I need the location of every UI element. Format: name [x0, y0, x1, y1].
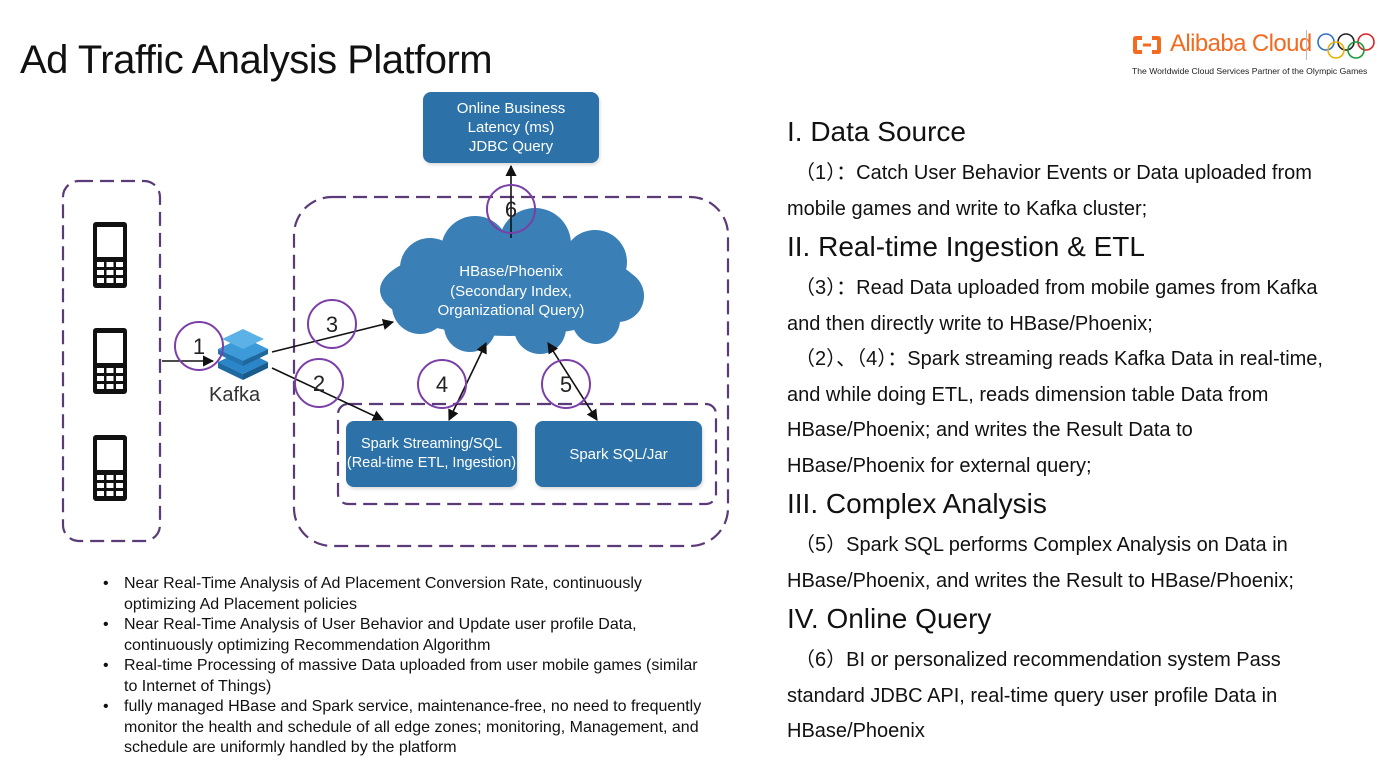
section-paragraph: （3）：Read Data uploaded from mobile games… [787, 271, 1377, 342]
step-number-3: 3 [325, 312, 339, 337]
section-paragraph: （2）、（4）：Spark streaming reads Kafka Data… [787, 342, 1377, 484]
benefit-item-line: monitor the health and schedule of all e… [124, 718, 699, 736]
online-business-box: Online Business Latency (ms) JDBC Query [423, 92, 599, 163]
alibaba-cloud-logo: Alibaba Cloud The Worldwide Cloud Servic… [1130, 28, 1380, 80]
paragraph-line: （6）BI or personalized recommendation sys… [795, 649, 1281, 671]
section-paragraph: （1）：Catch User Behavior Events or Data u… [787, 156, 1377, 227]
cloud-label-line: HBase/Phoenix [459, 263, 563, 280]
benefit-item-line: Near Real-Time Analysis of User Behavior… [124, 616, 637, 633]
spark-container [336, 402, 718, 506]
paragraph-line: （3）：Read Data uploaded from mobile games… [795, 277, 1318, 299]
paragraph-line: mobile games and write to Kafka cluster; [787, 197, 1148, 220]
benefit-item: Real-time Processing of massive Data upl… [100, 656, 740, 697]
section-paragraph: （5）Spark SQL performs Complex Analysis o… [787, 528, 1377, 599]
online-box-line: Online Business [456, 100, 566, 117]
kafka-label: Kafka [209, 384, 261, 406]
benefit-item-line: Near Real-Time Analysis of Ad Placement … [124, 575, 642, 592]
spark-sql-box: Spark SQL/Jar [535, 421, 702, 487]
benefits-list: Near Real-Time Analysis of Ad Placement … [100, 574, 740, 759]
paragraph-line: HBase/Phoenix, and writes the Result to … [787, 569, 1294, 592]
paragraph-line: HBase/Phoenix; and writes the Result Dat… [787, 419, 1193, 441]
step-number-4: 4 [435, 372, 449, 397]
olympic-rings-icon [1317, 33, 1375, 59]
benefit-item-line: continuously optimizing Recommendation A… [124, 636, 491, 654]
page-title: Ad Traffic Analysis Platform [20, 38, 493, 82]
step-number-6: 6 [504, 197, 518, 222]
mobile-devices-container [61, 179, 162, 543]
section-heading: III. Complex Analysis [787, 488, 1047, 519]
logo-tagline: The Worldwide Cloud Services Partner of … [1132, 66, 1368, 76]
diagram-canvas [61, 164, 730, 548]
paragraph-line: and while doing ETL, reads dimension tab… [787, 383, 1269, 406]
benefit-item-line: Real-time Processing of massive Data upl… [124, 657, 698, 674]
spark-streaming-box: Spark Streaming/SQL (Real-time ETL, Inge… [346, 421, 517, 487]
benefit-item-line: schedule are uniformly handled by the pl… [124, 739, 457, 756]
step-circle-2 [294, 358, 344, 408]
step-circle-4 [417, 359, 467, 409]
alibaba-cloud-mark-icon [1133, 36, 1161, 54]
cloud-label-line: (Secondary Index, [450, 282, 572, 300]
logo-brand-text: Alibaba Cloud [1170, 30, 1312, 57]
step-circle-6 [486, 184, 536, 234]
kafka-stack-icon [218, 329, 268, 380]
section-paragraph: （6）BI or personalized recommendation sys… [787, 643, 1377, 750]
section-heading: I. Data Source [787, 116, 966, 147]
step-number-5: 5 [559, 372, 573, 397]
spark-sql-label: Spark SQL/Jar [569, 445, 668, 463]
benefit-item: fully managed HBase and Spark service, m… [100, 697, 740, 759]
architecture-diagram: 1 2 3 4 5 6 Kafka Online Business Latenc… [0, 0, 760, 560]
paragraph-line: （2）、（4）：Spark streaming reads Kafka Data… [795, 348, 1323, 370]
description-panel: I. Data Source （1）：Catch User Behavior Ev… [787, 112, 1377, 750]
benefit-item: Near Real-Time Analysis of Ad Placement … [100, 574, 740, 615]
section-heading: II. Real-time Ingestion & ETL [787, 231, 1145, 262]
step-number-1: 1 [192, 334, 206, 359]
paragraph-line: HBase/Phoenix for external query; [787, 454, 1092, 477]
spark-streaming-line: (Real-time ETL, Ingestion) [346, 455, 517, 471]
mobile-phone-icon [93, 222, 127, 288]
hbase-phoenix-cloud [380, 208, 644, 354]
logo-separator [1306, 30, 1307, 60]
spark-streaming-line: Spark Streaming/SQL [360, 436, 503, 452]
online-box-line: Latency (ms) [467, 119, 555, 136]
cloud-label-line: Organizational Query) [437, 302, 585, 319]
step-circle-1 [174, 321, 224, 371]
step-number-2: 2 [312, 371, 326, 396]
online-box-line: JDBC Query [468, 138, 554, 155]
paragraph-line: standard JDBC API, real-time query user … [787, 684, 1278, 707]
benefit-item-line: optimizing Ad Placement policies [124, 595, 358, 613]
step-circle-3 [307, 299, 357, 349]
cloud-label: HBase/Phoenix (Secondary Index, Organiza… [400, 262, 622, 321]
paragraph-line: （5）Spark SQL performs Complex Analysis o… [795, 534, 1288, 556]
mobile-phone-icon [93, 435, 127, 501]
paragraph-line: HBase/Phoenix [787, 720, 925, 742]
benefit-item: Near Real-Time Analysis of User Behavior… [100, 615, 740, 656]
section-heading: IV. Online Query [787, 603, 992, 634]
benefit-item-line: fully managed HBase and Spark service, m… [124, 698, 702, 715]
paragraph-line: （1）：Catch User Behavior Events or Data u… [795, 162, 1312, 184]
benefit-item-line: to Internet of Things) [124, 677, 272, 695]
mobile-phone-icon [93, 328, 127, 394]
paragraph-line: and then directly write to HBase/Phoenix… [787, 312, 1153, 335]
step-circle-5 [541, 359, 591, 409]
